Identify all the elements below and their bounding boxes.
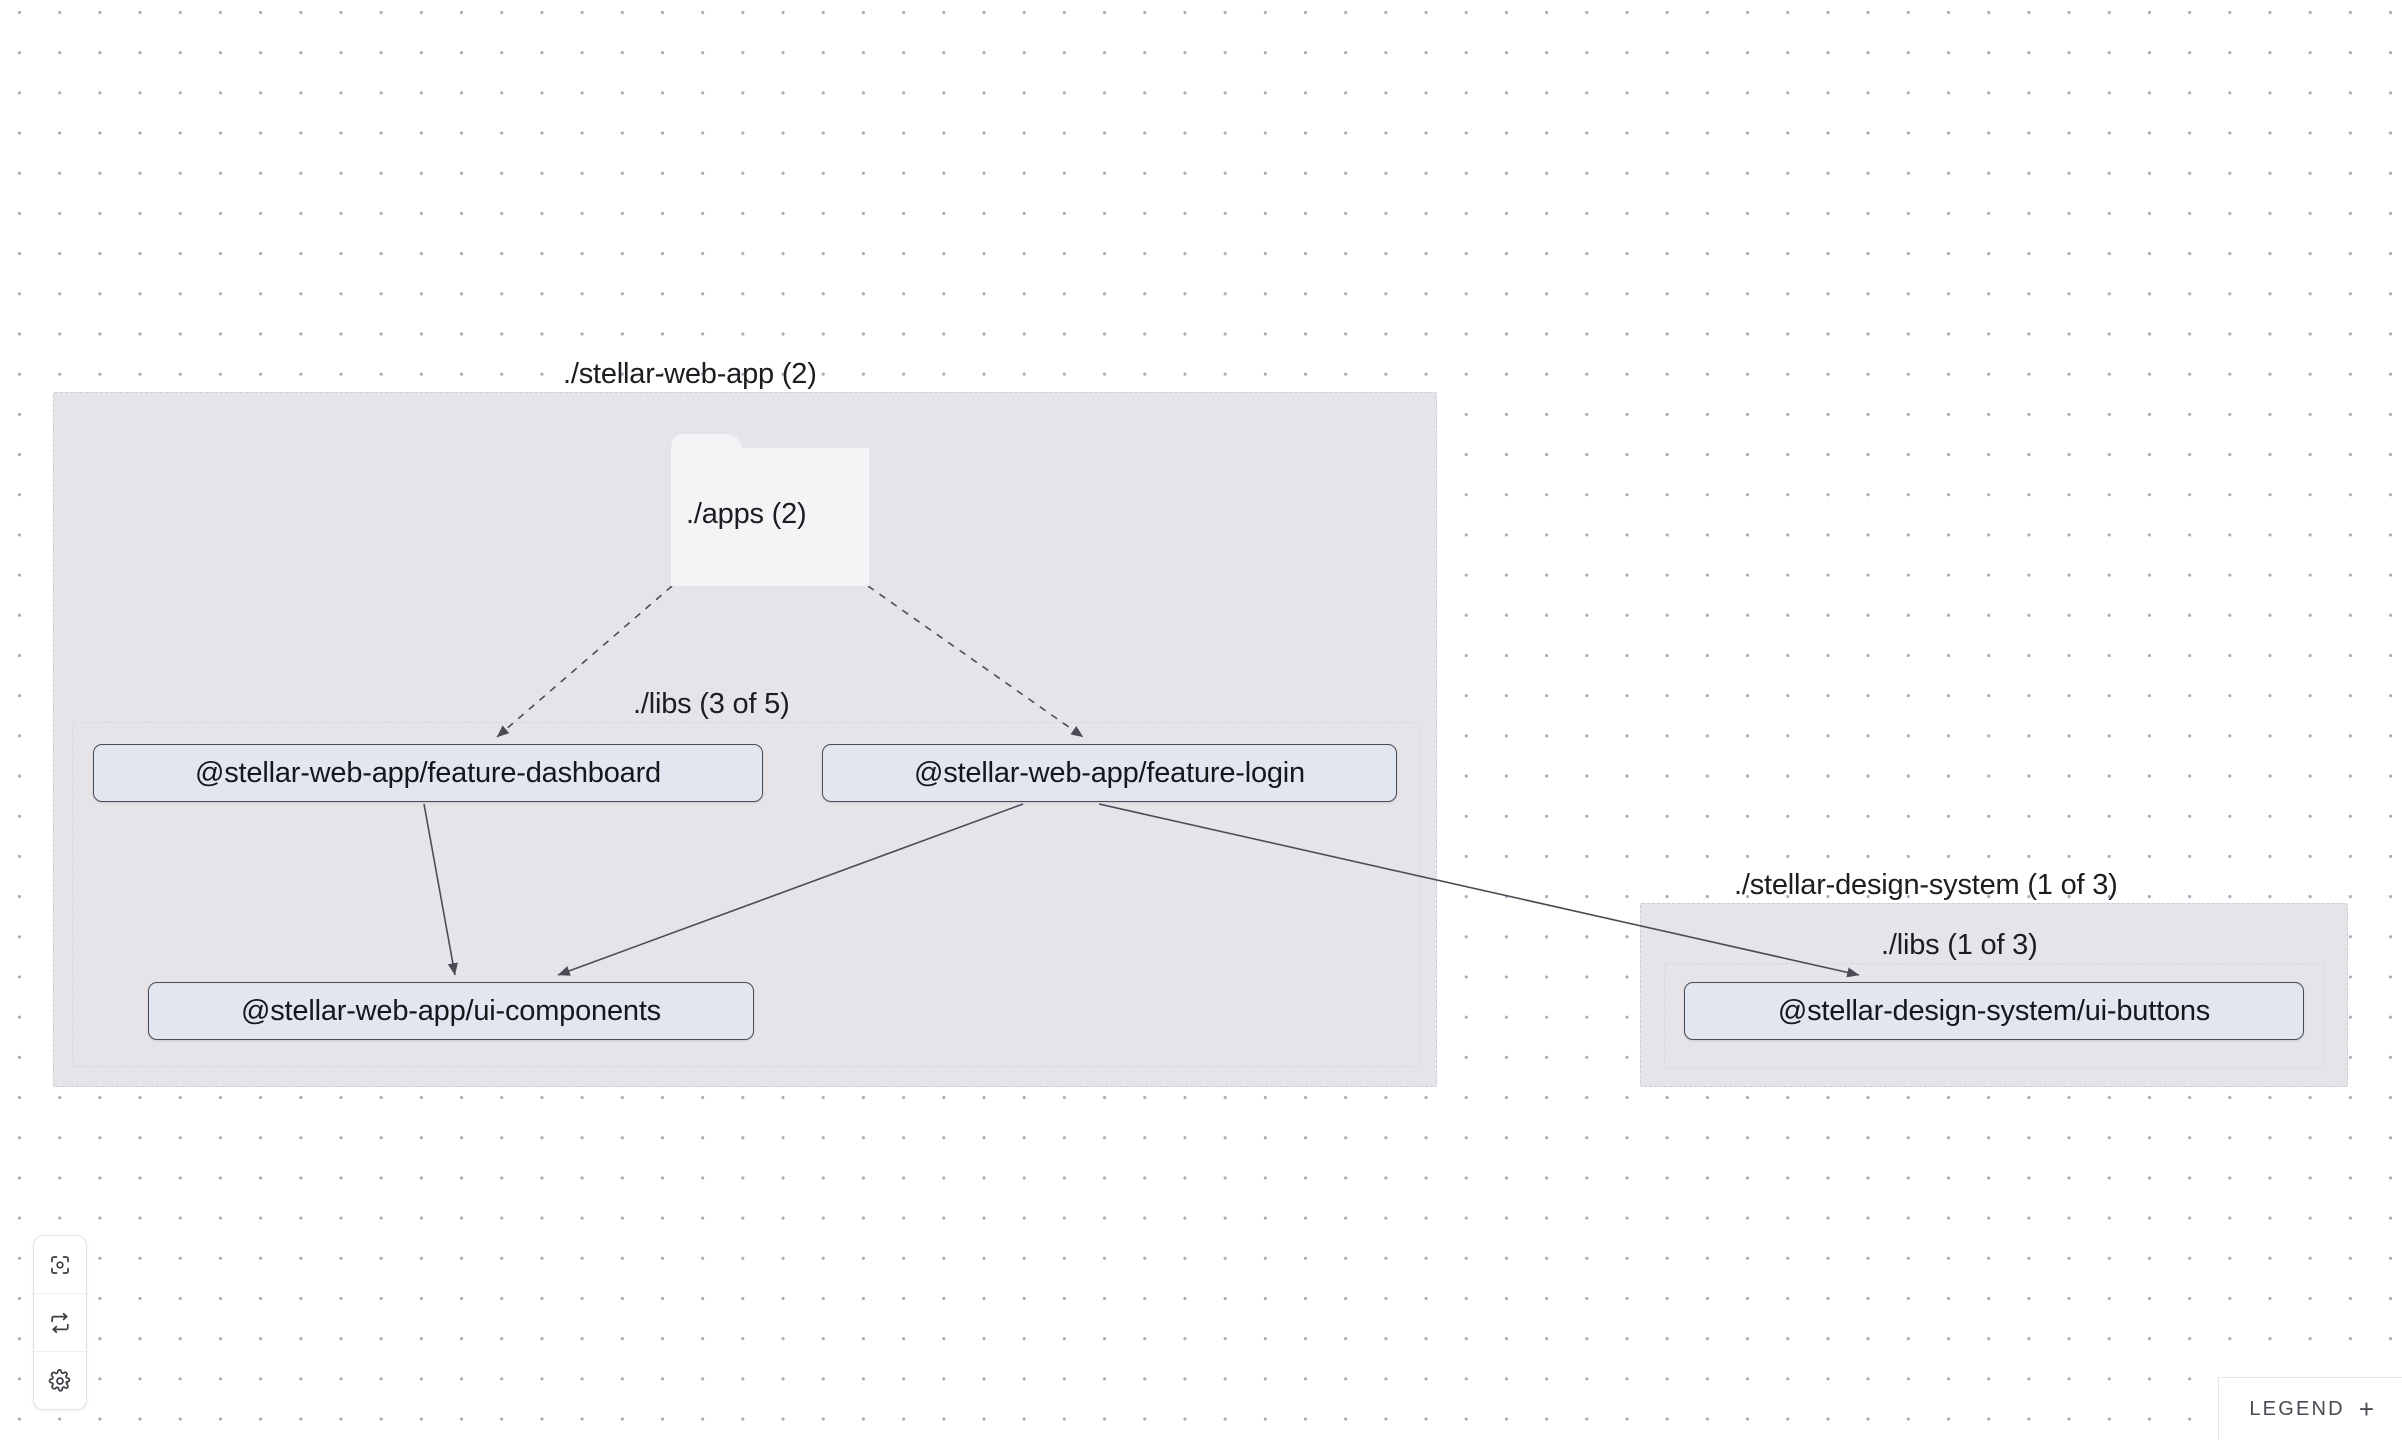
legend-panel[interactable]: LEGEND + <box>2218 1377 2402 1440</box>
group-label-stellar-web-app: ./stellar-web-app (2) <box>563 358 817 390</box>
node-label-ui-components: @stellar-web-app/ui-components <box>241 994 661 1027</box>
group-label-stellar-web-app-libs: ./libs (3 of 5) <box>633 688 790 720</box>
node-feature-dashboard[interactable]: @stellar-web-app/feature-dashboard <box>93 744 763 802</box>
group-label-stellar-design-system-libs: ./libs (1 of 3) <box>1881 929 2038 961</box>
group-label-stellar-design-system: ./stellar-design-system (1 of 3) <box>1734 869 2118 901</box>
refresh-icon <box>48 1311 72 1335</box>
folder-label-apps: ./apps (2) <box>686 498 807 530</box>
node-label-ui-buttons: @stellar-design-system/ui-buttons <box>1777 994 2211 1027</box>
node-ui-buttons[interactable]: @stellar-design-system/ui-buttons <box>1684 982 2304 1040</box>
canvas-toolbar[interactable] <box>33 1235 87 1410</box>
folder-node-apps[interactable] <box>671 434 869 586</box>
gear-icon <box>48 1368 72 1393</box>
legend-expand-icon[interactable]: + <box>2358 1394 2374 1424</box>
focus-target-icon <box>48 1253 72 1277</box>
settings-button[interactable] <box>34 1352 86 1409</box>
node-label-feature-dashboard: @stellar-web-app/feature-dashboard <box>195 756 661 789</box>
legend-label: LEGEND <box>2249 1398 2345 1420</box>
focus-button[interactable] <box>34 1236 86 1294</box>
group-stellar-design-system-libs[interactable] <box>1664 963 2324 1068</box>
node-ui-components[interactable]: @stellar-web-app/ui-components <box>148 982 754 1040</box>
refresh-button[interactable] <box>34 1294 86 1352</box>
node-label-feature-login: @stellar-web-app/feature-login <box>914 756 1305 789</box>
node-feature-login[interactable]: @stellar-web-app/feature-login <box>822 744 1397 802</box>
